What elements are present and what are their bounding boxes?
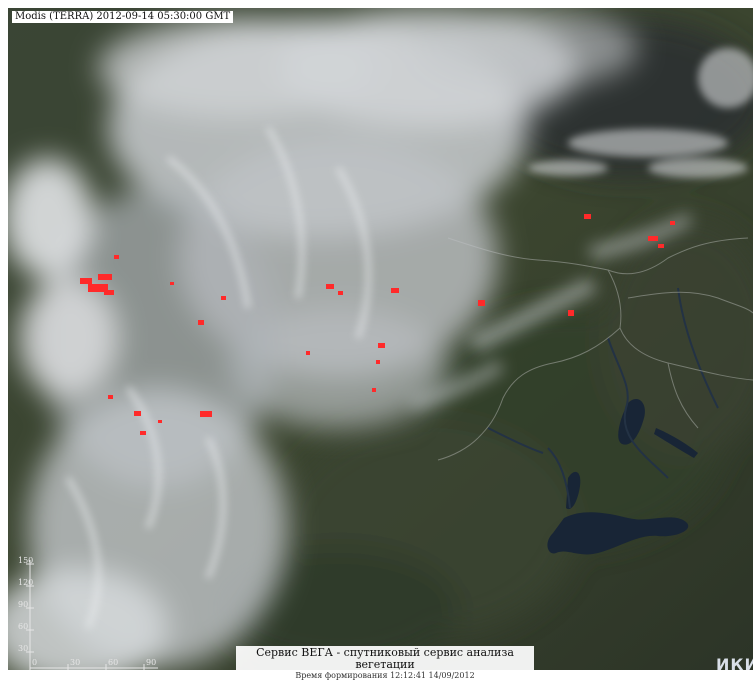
scale-tick-v2: 90: [18, 600, 29, 609]
fire-hotspot: [170, 282, 174, 285]
fire-hotspot: [200, 411, 212, 417]
fire-cluster-west: [80, 274, 114, 295]
scale-tick-h3: 90: [146, 658, 157, 667]
fire-hotspot: [221, 296, 226, 300]
fire-hotspot: [114, 255, 119, 259]
fire-hotspot: [658, 244, 664, 248]
cloud-streaks: [65, 126, 372, 630]
satellite-map[interactable]: 150 120 90 60 30 0 30 60 90 ИКИ: [8, 8, 753, 670]
fire-hotspot: [670, 221, 675, 225]
scale-bar: 150 120 90 60 30 0 30 60 90: [18, 556, 168, 670]
scale-tick-h1: 30: [70, 658, 81, 667]
cumulus-east: [528, 48, 753, 178]
service-credit-generated: Время формирования 12:12:41 14/09/2012: [295, 671, 475, 680]
fire-hotspot: [584, 214, 591, 219]
fire-hotspot: [648, 236, 658, 241]
service-credit-title: Сервис ВЕГА - спутниковый сервис анализа…: [256, 646, 514, 671]
cloud-cover: [8, 8, 638, 670]
fire-hotspot: [158, 420, 162, 423]
scale-bar-lines: [26, 560, 158, 670]
fire-hotspot: [98, 274, 112, 280]
scale-tick-v3: 60: [18, 622, 29, 631]
fire-hotspots: [80, 214, 675, 435]
region-borders: [437, 237, 753, 461]
fire-hotspot: [104, 290, 114, 295]
scale-tick-h0: 0: [32, 658, 38, 667]
fire-hotspot: [372, 388, 376, 392]
fire-hotspot: [80, 278, 92, 284]
scale-tick-h2: 60: [108, 658, 119, 667]
fire-hotspot: [376, 360, 380, 364]
fire-hotspot: [391, 288, 399, 293]
fire-hotspot: [326, 284, 334, 289]
scale-tick-v1: 120: [18, 578, 34, 587]
fire-hotspot: [108, 395, 113, 399]
map-imagery: [8, 8, 753, 670]
service-credit: Сервис ВЕГА - спутниковый сервис анализа…: [236, 646, 534, 680]
fire-hotspot: [134, 411, 141, 416]
fire-hotspot: [338, 291, 343, 295]
fire-hotspot: [306, 351, 310, 355]
fire-hotspot: [478, 300, 485, 306]
fire-hotspot: [198, 320, 204, 325]
scale-tick-v4: 30: [18, 644, 29, 653]
fire-hotspot: [378, 343, 385, 348]
scale-tick-v0: 150: [18, 556, 34, 565]
fire-hotspot: [568, 310, 574, 316]
rivers: [487, 287, 719, 509]
fire-hotspot: [140, 431, 146, 435]
iki-logo: ИКИ: [716, 655, 753, 670]
fire-hotspot: [88, 284, 108, 292]
acquisition-timestamp: Modis (TERRA) 2012-09-14 05:30:00 GMT: [12, 11, 234, 23]
